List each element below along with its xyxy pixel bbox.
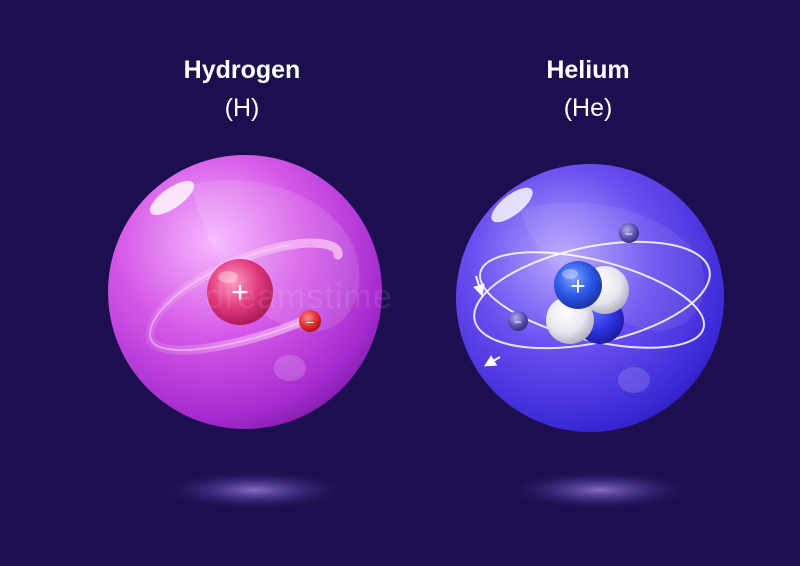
hydrogen-gloss-highlight — [149, 180, 195, 216]
hydrogen-title: Hydrogen — [183, 56, 301, 84]
helium-symbol: (He) — [563, 94, 613, 122]
helium-orbit-arrow-bottom — [483, 355, 501, 367]
hydrogen-shadow-glow — [160, 470, 350, 510]
hydrogen-inner-highlight — [190, 180, 360, 332]
hydrogen-electron — [299, 310, 321, 332]
helium-proton-front — [554, 261, 602, 309]
helium-electron-top — [619, 223, 639, 243]
helium-gloss-highlight — [491, 187, 533, 223]
hydrogen-proton-sign: + — [231, 276, 249, 309]
helium-electron-left — [508, 311, 528, 331]
helium-electron-top-sign: – — [626, 226, 633, 240]
watermark: dreamstime — [205, 278, 393, 316]
hydrogen-electron-sign: – — [306, 314, 314, 329]
helium-orbit-arrow-left — [473, 275, 485, 297]
helium-proton-sign: + — [570, 271, 585, 301]
helium-shadow-glow — [505, 470, 695, 510]
hydrogen-proton — [207, 259, 273, 325]
hydrogen-symbol: (H) — [224, 94, 260, 122]
helium-title: Helium — [546, 56, 630, 84]
hydrogen-atom: + – — [108, 155, 382, 429]
helium-electron-left-sign: – — [515, 314, 522, 328]
helium-atom: + – – — [456, 164, 724, 432]
